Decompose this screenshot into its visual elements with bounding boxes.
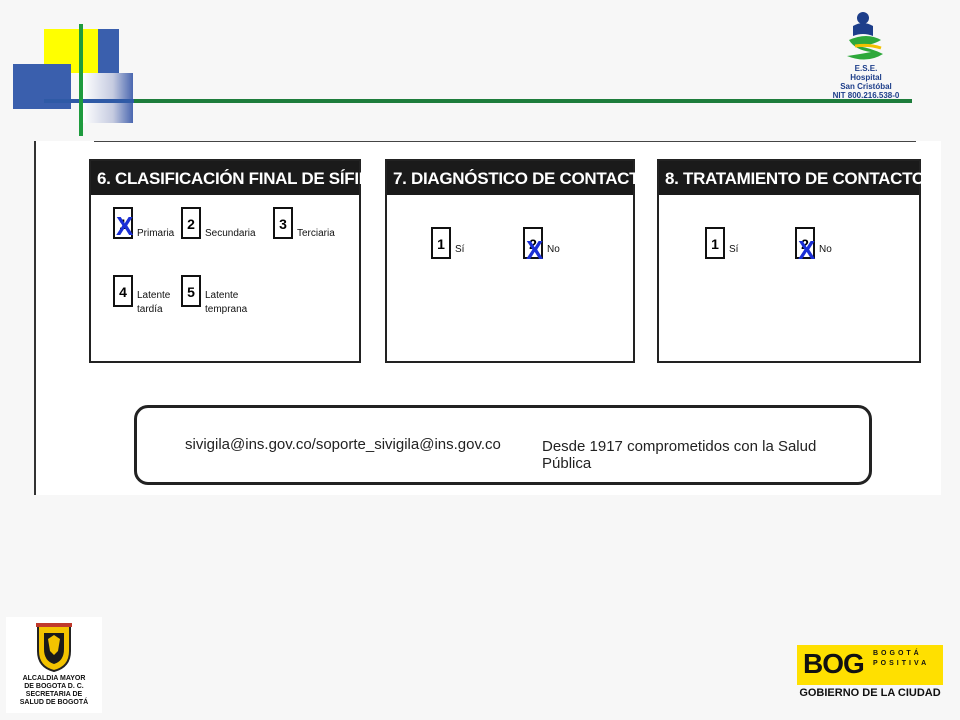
- alcaldia-line2: DE BOGOTA D. C.: [24, 683, 84, 690]
- option-label-si: Sí: [729, 244, 739, 255]
- bogota-tag: BOGOTÁ POSITIVA: [873, 649, 929, 669]
- option-label-terciaria: Terciaria: [297, 228, 335, 239]
- option-box-primaria[interactable]: 1: [113, 207, 133, 239]
- decor-blue-strip: [98, 29, 119, 73]
- form-top-rule: [94, 141, 916, 142]
- option-label-no: No: [547, 244, 560, 255]
- hospital-logo-line4: NIT 800.216.538-0: [832, 91, 900, 100]
- option-box-latente-tardia[interactable]: 4: [113, 275, 133, 307]
- hospital-logo-line1: E.S.E.: [854, 64, 878, 73]
- institution-slogan: Desde 1917 comprometidos con la Salud Pú…: [542, 438, 817, 472]
- option-label-si: Sí: [455, 244, 465, 255]
- contact-footer-box: sivigila@ins.gov.co/soporte_sivigila@ins…: [134, 405, 872, 485]
- checkmark-x: X: [798, 235, 816, 265]
- option-label-primaria: Primaria: [137, 228, 175, 239]
- hospital-logo-line2: Hospital: [850, 73, 882, 82]
- section-contact-diagnosis: 7. DIAGNÓSTICO DE CONTACTOS 1 Sí 2 X No: [385, 159, 663, 363]
- contact-email[interactable]: sivigila@ins.gov.co/soporte_sivigila@ins…: [185, 436, 501, 453]
- hospital-logo-line3: San Cristóbal: [840, 82, 892, 91]
- option-box-terciaria[interactable]: 3: [273, 207, 293, 239]
- coat-of-arms-icon: [36, 623, 72, 673]
- option-label-secundaria: Secundaria: [205, 228, 256, 239]
- form-left-rule: [34, 141, 36, 495]
- bogota-logo-band: BOG BOGOTÁ POSITIVA: [797, 645, 943, 685]
- bogota-wordmark: BOG: [803, 648, 865, 679]
- alcaldia-line1: ALCALDIA MAYOR: [22, 675, 86, 682]
- section-title: 8. TRATAMIENTO DE CONTACTOS: [659, 161, 936, 195]
- hospital-emblem-icon: [847, 12, 883, 60]
- bogota-tag-line1: BOGOTÁ: [873, 650, 922, 657]
- option-label-latente-tardia: Latente tardía: [137, 290, 171, 315]
- decor-vertical-line: [79, 24, 83, 136]
- bogota-tag-line2: POSITIVA: [873, 660, 930, 667]
- section-syphilis-classification: 6. CLASIFICACIÓN FINAL DE SÍFILIS 1 X Pr…: [89, 159, 385, 363]
- alcaldia-line3: SECRETARIA DE: [25, 691, 83, 698]
- option-box-no[interactable]: 2: [523, 227, 543, 259]
- alcaldia-line4: SALUD DE BOGOTÁ: [19, 699, 89, 706]
- option-box-no[interactable]: 2: [795, 227, 815, 259]
- bogota-positiva-logo: BOG BOGOTÁ POSITIVA GOBIERNO DE LA CIUDA…: [797, 645, 943, 703]
- option-box-secundaria[interactable]: 2: [181, 207, 201, 239]
- option-label-no: No: [819, 244, 832, 255]
- option-box-latente-temprana[interactable]: 5: [181, 275, 201, 307]
- alcaldia-logo: ALCALDIA MAYOR DE BOGOTA D. C. SECRETARI…: [6, 617, 102, 713]
- section-title: 6. CLASIFICACIÓN FINAL DE SÍFILIS: [91, 161, 385, 195]
- decor-horizontal-line-accent: [44, 99, 134, 103]
- section-contact-treatment: 8. TRATAMIENTO DE CONTACTOS 1 Sí 2 X No: [657, 159, 936, 363]
- bogota-tagline: GOBIERNO DE LA CIUDAD: [799, 687, 941, 699]
- option-box-si[interactable]: 1: [705, 227, 725, 259]
- decor-horizontal-line: [44, 99, 912, 103]
- hospital-logo: E.S.E. Hospital San Cristóbal NIT 800.21…: [818, 10, 914, 100]
- section-title: 7. DIAGNÓSTICO DE CONTACTOS: [387, 161, 663, 195]
- decor-gradient-square: [83, 73, 133, 123]
- checkmark-x: X: [526, 235, 544, 265]
- option-box-si[interactable]: 1: [431, 227, 451, 259]
- form-excerpt: 6. CLASIFICACIÓN FINAL DE SÍFILIS 1 X Pr…: [34, 141, 941, 495]
- option-label-latente-temprana: Latente temprana: [205, 290, 248, 315]
- checkmark-x: X: [116, 211, 134, 241]
